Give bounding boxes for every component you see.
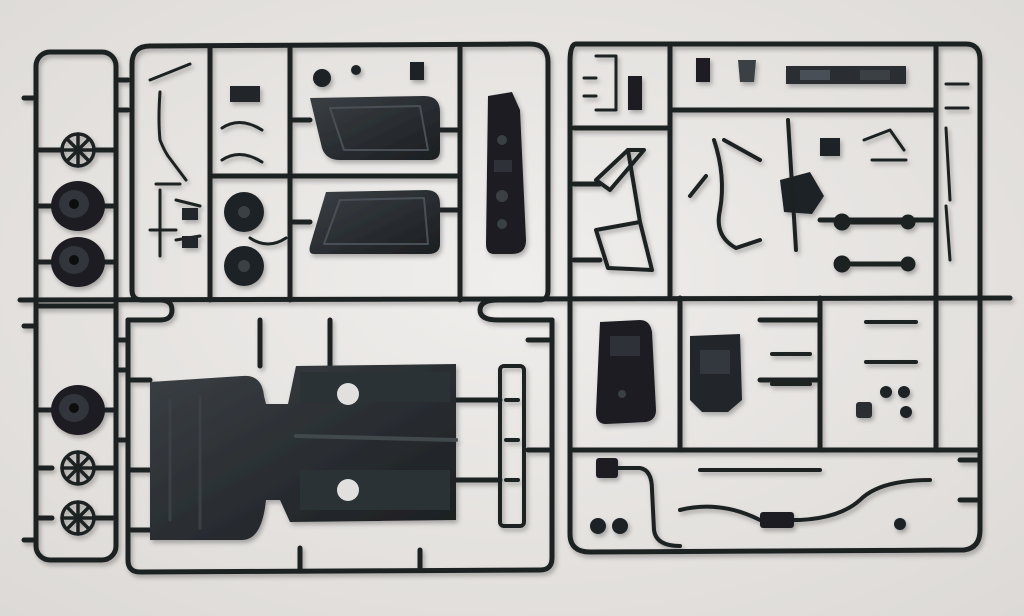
bushing-part-1 [880,386,892,398]
grille-frame-part [498,364,526,528]
a-arm-part-left [594,148,654,272]
seat-frame-part [690,334,742,412]
disc-part-1 [224,192,264,232]
small-parts-cluster-a [148,62,202,258]
bushing-part-4 [856,402,872,418]
battery-box-part [596,320,656,424]
shock-absorber-2 [833,255,916,273]
dashboard-part [486,92,526,254]
knob-part-2 [351,65,361,75]
canister-part [596,458,618,478]
small-bracket-3 [182,236,198,248]
small-bracket-1 [230,86,260,102]
axle-arm-part [688,138,762,250]
differential-part [780,118,840,252]
door-panel-upper [310,96,440,160]
wheel-rim-2 [51,237,105,287]
long-bracket-part [786,66,906,84]
floor-hole-lower [337,479,359,501]
knob-part-1 [313,69,331,87]
floor-pan-part [150,364,458,540]
linkage-parts-right [862,82,970,262]
shock-absorber-1 [833,213,916,231]
floor-hole-upper [337,383,359,405]
spoked-hub-2 [60,450,96,486]
small-bracket-2 [182,208,198,220]
bracket-part-topleft [582,54,618,112]
plate-part-3 [738,60,756,82]
disc-part-2 [224,246,264,286]
spoked-hub-3 [60,500,96,536]
muffler-part [760,512,794,528]
body-sprue-center [17,41,1013,575]
small-parts-cluster-b [220,121,288,246]
plate-part-1 [628,76,642,110]
mirror-parts [590,518,906,534]
wheel-rim-1 [51,181,105,231]
exhaust-pipe-part [598,466,932,548]
wheel-rim-3 [51,385,105,435]
small-shocks-lower [770,320,918,386]
bushing-part-2 [898,386,910,398]
plate-part-2 [696,58,710,82]
spoked-hub-1 [60,132,96,168]
door-panel-lower [309,190,440,254]
bushing-part-3 [900,406,912,418]
wheel-sprue-left [21,49,131,563]
knob-part-3 [410,62,424,80]
